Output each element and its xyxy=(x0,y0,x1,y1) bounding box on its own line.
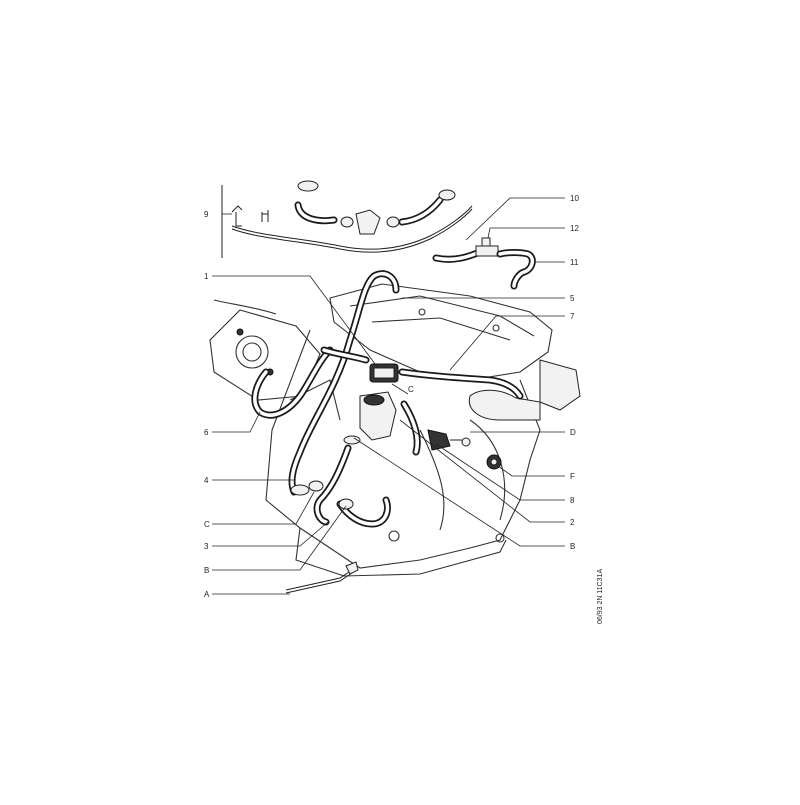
mount-bolt xyxy=(388,530,400,542)
label-11: 11 xyxy=(570,258,579,267)
leader-7 xyxy=(449,315,565,371)
hose xyxy=(398,196,444,226)
leader-2 xyxy=(399,419,565,523)
label-4: 4 xyxy=(204,476,209,485)
bolt xyxy=(236,328,244,336)
hose-clamp xyxy=(438,189,456,201)
hose-11 xyxy=(498,250,535,288)
label-3: 3 xyxy=(204,542,209,551)
dipstick-rod xyxy=(285,569,353,591)
leader-10 xyxy=(465,197,565,241)
leader-B-left xyxy=(212,505,347,571)
label-10: 10 xyxy=(570,194,579,203)
hose-clamp xyxy=(386,216,400,228)
clip-icon xyxy=(261,210,269,222)
label-D: D xyxy=(570,428,576,437)
hose xyxy=(400,198,442,224)
hose-clamp xyxy=(308,480,324,492)
labels: 10 12 11 5 7 D F 8 2 B 9 1 6 4 C 3 B A C… xyxy=(204,194,604,624)
engine-block xyxy=(209,283,581,577)
leader-lines xyxy=(212,197,565,595)
label-9: 9 xyxy=(204,210,209,219)
intake-elbow xyxy=(468,389,541,421)
label-F: F xyxy=(570,472,575,481)
hose-clamp xyxy=(373,367,395,379)
mount-bolt xyxy=(495,533,505,543)
hose-set-10-12 xyxy=(432,237,536,290)
leader-6 xyxy=(212,411,261,433)
hose-7 xyxy=(400,370,522,398)
kit-9-parts xyxy=(221,180,473,258)
central-fittings xyxy=(290,363,502,510)
valve-cover-ridge xyxy=(349,295,535,337)
air-intake-box xyxy=(539,359,581,411)
reference-code: 06/93 2N 11C31A xyxy=(597,569,604,624)
label-1: 1 xyxy=(204,272,209,281)
valve-cover xyxy=(329,283,553,381)
hose-clamp xyxy=(290,484,310,496)
leader-C-center xyxy=(391,383,409,395)
bolt xyxy=(492,324,500,332)
label-C-left: C xyxy=(204,520,210,529)
hose-3 xyxy=(315,446,350,524)
dipstick-rod xyxy=(285,572,353,594)
temperature-sensor xyxy=(427,429,451,451)
outlet-flange xyxy=(363,394,385,406)
hose-4 xyxy=(322,348,368,362)
leader-C-left xyxy=(212,491,315,525)
bleed-pipe xyxy=(231,205,473,250)
engine-body xyxy=(265,329,541,569)
label-8: 8 xyxy=(570,496,575,505)
throttle-body xyxy=(209,309,321,401)
bolt xyxy=(418,308,426,316)
hose-2 xyxy=(402,402,419,454)
hose xyxy=(296,203,336,223)
hose-clamp xyxy=(340,216,354,228)
label-B-right: B xyxy=(570,542,575,551)
main-hoses xyxy=(251,270,524,528)
label-A: A xyxy=(204,590,210,599)
label-C-center: C xyxy=(408,385,414,394)
hose-clamp xyxy=(343,435,361,445)
clip-icon xyxy=(231,205,243,227)
nut xyxy=(490,458,498,466)
block-contour xyxy=(419,429,445,531)
leader-3 xyxy=(212,521,329,547)
valve-cover-ridge xyxy=(371,317,511,341)
tee-cap xyxy=(481,237,491,247)
label-12: 12 xyxy=(570,224,579,233)
dipstick xyxy=(285,561,359,594)
label-B-left: B xyxy=(204,566,209,575)
bleed-pipe xyxy=(231,208,473,253)
tee-connector-12 xyxy=(475,245,499,257)
label-6: 6 xyxy=(204,428,209,437)
throttle-bore xyxy=(242,342,262,362)
leader-12 xyxy=(487,227,565,239)
hose-6 xyxy=(253,348,332,417)
hose-1 xyxy=(290,271,398,494)
intake-line xyxy=(213,299,277,315)
hose-clamp xyxy=(297,180,319,192)
label-2: 2 xyxy=(570,518,575,527)
oil-sump xyxy=(295,527,507,577)
label-5: 5 xyxy=(570,294,575,303)
leader-B-right xyxy=(353,437,565,547)
sensor-washer xyxy=(461,437,471,447)
leader-1 xyxy=(212,275,379,369)
throttle-bore xyxy=(235,335,269,369)
leader-8 xyxy=(435,443,565,501)
thermostat-housing xyxy=(355,209,381,235)
hose-lower xyxy=(338,498,390,526)
leader-F xyxy=(497,465,565,477)
dipstick-handle xyxy=(345,561,359,575)
label-7: 7 xyxy=(570,312,575,321)
hose-clamp xyxy=(338,498,354,510)
